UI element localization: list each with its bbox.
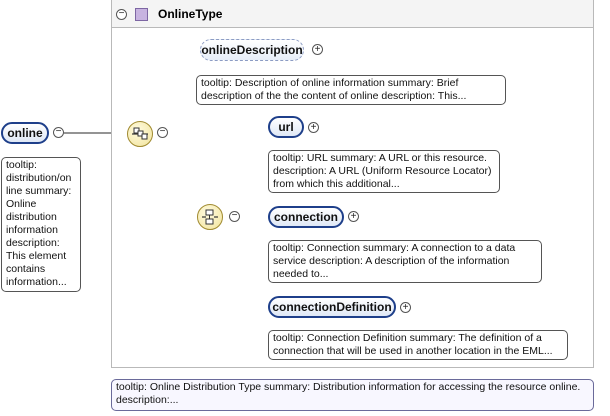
- element-online[interactable]: online: [1, 122, 49, 144]
- type-name: OnlineType: [158, 7, 223, 21]
- tooltip-online-type: tooltip: Online Distribution Type summar…: [111, 379, 594, 411]
- element-url[interactable]: url: [268, 116, 304, 138]
- complex-type-icon: [135, 8, 148, 21]
- element-onlineDescription[interactable]: onlineDescription: [200, 39, 304, 61]
- collapse-icon[interactable]: −: [229, 211, 240, 222]
- collapse-icon[interactable]: −: [116, 9, 127, 20]
- complex-type-header: [111, 0, 594, 28]
- tooltip-connection: tooltip: Connection summary: A connectio…: [268, 240, 542, 283]
- tooltip-online: tooltip: distribution/on line summary: O…: [1, 157, 81, 292]
- tooltip-url: tooltip: URL summary: A URL or this reso…: [268, 150, 500, 193]
- expand-icon[interactable]: +: [308, 122, 319, 133]
- expand-icon[interactable]: +: [400, 302, 411, 313]
- collapse-icon[interactable]: −: [157, 127, 168, 138]
- tooltip-connectionDefinition: tooltip: Connection Definition summary: …: [268, 330, 568, 360]
- element-connection[interactable]: connection: [268, 206, 344, 228]
- collapse-icon[interactable]: −: [53, 127, 64, 138]
- expand-icon[interactable]: +: [312, 44, 323, 55]
- choice-compositor-icon[interactable]: [197, 204, 223, 230]
- sequence-compositor-icon[interactable]: [127, 121, 153, 147]
- element-connectionDefinition[interactable]: connectionDefinition: [268, 296, 396, 318]
- expand-icon[interactable]: +: [348, 211, 359, 222]
- tooltip-onlineDescription: tooltip: Description of online informati…: [196, 75, 506, 105]
